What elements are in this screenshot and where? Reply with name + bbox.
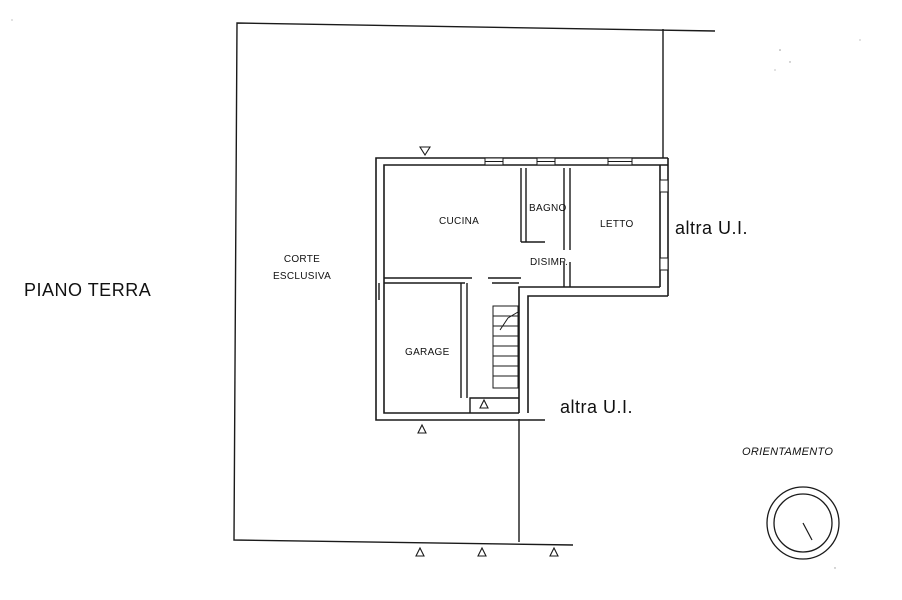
neighbor-label-bottom: altra U.I. <box>560 397 634 417</box>
scan-noise <box>11 19 861 569</box>
orientation-label: ORIENTAMENTO <box>742 446 834 458</box>
staircase <box>492 305 519 389</box>
building-walls <box>375 157 669 421</box>
room-label-corte: CORTE ESCLUSIVA <box>267 254 337 282</box>
floor-label: PIANO TERRA <box>24 280 152 300</box>
room-label-garage: GARAGE <box>405 347 450 358</box>
room-label-corte-line1: CORTE <box>283 254 321 265</box>
compass-icon <box>766 486 840 560</box>
entrance-markers <box>415 146 559 557</box>
room-label-corte-line2: ESCLUSIVA <box>272 271 332 282</box>
neighbor-label-right: altra U.I. <box>675 218 749 238</box>
windows-top <box>484 157 669 271</box>
room-label-bagno: BAGNO <box>529 203 567 214</box>
room-label-letto: LETTO <box>600 219 634 230</box>
room-label-disimp: DISIMP. <box>530 257 569 268</box>
room-label-cucina: CUCINA <box>439 216 480 227</box>
interior-walls <box>378 168 571 413</box>
lot-boundary <box>233 22 716 546</box>
